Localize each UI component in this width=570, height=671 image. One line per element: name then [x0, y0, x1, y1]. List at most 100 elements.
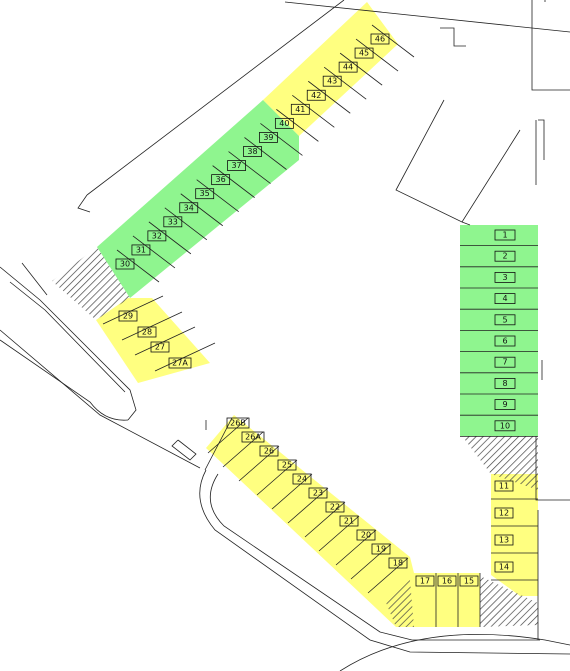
- stall-divider: [339, 52, 383, 86]
- space-number: 16: [442, 577, 452, 586]
- stall-divider: [292, 94, 335, 128]
- space-label-box: [370, 33, 390, 45]
- stall-divider: [222, 431, 264, 468]
- stall-divider: [102, 295, 164, 325]
- stall-divider: [318, 515, 360, 552]
- space-number: 26B: [230, 419, 246, 428]
- zone-nw-yellow: [263, 2, 398, 136]
- space-label-26a: 26A: [241, 431, 265, 443]
- space-label-45: 45: [354, 47, 374, 59]
- space-label-27: 27: [150, 341, 170, 353]
- space-label-box: [195, 188, 215, 200]
- space-number: 21: [344, 517, 354, 526]
- space-label-42: 42: [306, 89, 326, 101]
- space-label-box: [243, 146, 262, 157]
- space-label-box: [494, 420, 516, 432]
- space-number: 41: [295, 105, 305, 114]
- space-label-15: 15: [459, 575, 479, 587]
- stall-divider: [132, 235, 176, 269]
- space-number: 46: [375, 35, 385, 44]
- space-label-41: 41: [290, 103, 310, 115]
- space-label-2: 2: [494, 250, 516, 262]
- space-label-40: 40: [274, 117, 294, 129]
- space-number: 26A: [245, 433, 261, 442]
- space-label-4: 4: [494, 293, 516, 305]
- space-label-24: 24: [292, 473, 312, 485]
- space-label-box: [227, 160, 246, 171]
- space-number: 22: [330, 503, 340, 512]
- space-number: 23: [313, 489, 323, 498]
- space-label-box: [179, 202, 199, 214]
- stall-divider: [164, 207, 208, 241]
- space-number: 18: [393, 559, 403, 568]
- space-label-box: [241, 431, 265, 443]
- stall-divider: [287, 487, 329, 524]
- space-number: 31: [136, 245, 146, 254]
- space-label-7: 7: [494, 356, 516, 368]
- space-label-box: [292, 473, 312, 485]
- zone-sw-yellow: [206, 415, 414, 627]
- space-label-box: [494, 399, 516, 411]
- space-number: 8: [502, 379, 507, 388]
- space-label-box: [147, 230, 167, 242]
- space-label-8: 8: [494, 377, 516, 389]
- space-label-9: 9: [494, 399, 516, 411]
- space-label-box: [131, 244, 151, 256]
- stall-divider: [323, 66, 367, 100]
- space-number: 2: [502, 252, 507, 261]
- space-label-18: 18: [388, 557, 408, 569]
- stall-divider: [228, 151, 271, 184]
- space-label-box: [494, 356, 516, 368]
- space-number: 3: [502, 273, 507, 282]
- space-label-box: [494, 507, 514, 519]
- space-label-35: 35: [195, 188, 215, 200]
- space-label-box: [494, 293, 516, 305]
- space-label-19: 19: [371, 543, 391, 555]
- space-label-box: [388, 557, 408, 569]
- space-number: 19: [376, 545, 386, 554]
- stall-divider: [154, 342, 216, 372]
- space-number: 32: [152, 231, 162, 240]
- zone-w-yellow: [96, 298, 210, 383]
- space-number: 27A: [172, 359, 188, 368]
- space-number: 36: [216, 175, 226, 184]
- space-label-box: [494, 271, 516, 283]
- space-number: 1: [502, 231, 507, 240]
- space-number: 44: [343, 63, 353, 72]
- space-number: 42: [311, 91, 321, 100]
- space-number: 38: [247, 147, 257, 156]
- space-label-box: [356, 529, 376, 541]
- space-number: 10: [500, 421, 510, 430]
- space-number: 9: [502, 400, 507, 409]
- space-label-box: [494, 314, 516, 326]
- space-label-17: 17: [415, 575, 435, 587]
- space-label-box: [325, 501, 345, 513]
- space-number: 24: [297, 475, 307, 484]
- space-number: 29: [123, 312, 133, 321]
- space-label-23: 23: [308, 487, 328, 499]
- zone-s-yellow: [414, 573, 480, 627]
- space-label-box: [494, 377, 516, 389]
- stall-divider: [244, 137, 287, 170]
- space-label-3: 3: [494, 271, 516, 283]
- space-label-box: [459, 575, 479, 587]
- hatch-south-right: [480, 576, 538, 627]
- space-label-28: 28: [137, 326, 157, 338]
- space-label-21: 21: [339, 515, 359, 527]
- space-number: 6: [502, 337, 507, 346]
- hatch-west-corner: [52, 247, 130, 320]
- space-number: 5: [502, 315, 507, 324]
- space-label-22: 22: [325, 501, 345, 513]
- stall-divider: [207, 417, 249, 454]
- space-label-box: [115, 258, 135, 270]
- stall-divider: [276, 109, 319, 142]
- stall-divider: [180, 193, 223, 227]
- space-number: 26: [264, 447, 274, 456]
- hatch-east: [462, 436, 538, 490]
- space-number: 35: [200, 189, 210, 198]
- space-label-box: [437, 575, 457, 587]
- space-label-34: 34: [179, 202, 199, 214]
- space-label-box: [226, 417, 250, 429]
- stall-divider: [196, 179, 239, 213]
